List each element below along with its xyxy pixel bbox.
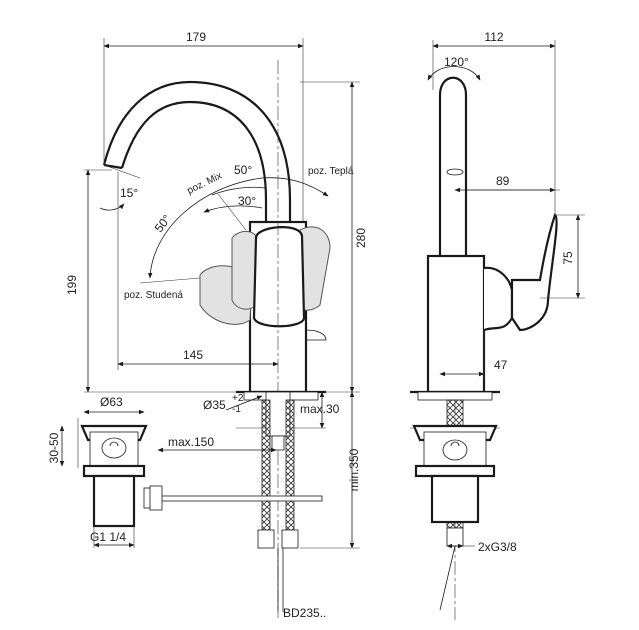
- angle-120: 120°: [444, 55, 469, 69]
- dim-179: 179: [186, 30, 206, 44]
- dim-89: 89: [496, 174, 510, 188]
- label-waste-thread: G1 1/4: [90, 530, 126, 544]
- dim-280: 280: [354, 228, 368, 248]
- label-hole-tol-upper: +2: [232, 393, 244, 404]
- angle-50-right: 50°: [234, 163, 252, 177]
- label-waste-diameter: Ø63: [100, 395, 123, 409]
- side-lever: [510, 213, 558, 332]
- label-waste-height: 30-50: [47, 432, 61, 463]
- dim-199: 199: [65, 275, 79, 295]
- label-max-150: max.150: [168, 435, 214, 449]
- label-min-350: min.350: [347, 448, 361, 491]
- label-hole-diameter: Ø35: [203, 398, 226, 412]
- spout-tube: [102, 80, 292, 222]
- lever: [252, 226, 306, 328]
- waste-view: Ø63 30-50 G1 1/4: [47, 395, 163, 548]
- label-hole-tol-lower: -1: [232, 404, 241, 415]
- angle-50-left: 50°: [152, 212, 174, 235]
- hose-left: [261, 399, 271, 531]
- spout-tube-inner: [120, 100, 268, 222]
- angle-15: 15°: [120, 186, 138, 200]
- side-view: 112 120° 89 75 47: [410, 30, 585, 620]
- angle-30: 30°: [238, 194, 256, 208]
- dim-112: 112: [484, 30, 503, 44]
- label-connection: 2xG3/8: [478, 540, 517, 554]
- dim-75: 75: [561, 251, 575, 265]
- label-pos-cold: poz. Studená: [124, 290, 183, 301]
- hose-right: [285, 399, 295, 531]
- dim-145: 145: [183, 348, 203, 362]
- front-view: 179 280 199 145 15° 50° 50° 30° poz. Mix…: [65, 30, 368, 620]
- product-code: BD235..: [283, 606, 326, 620]
- label-max-30: max.30: [300, 402, 340, 416]
- side-body: [426, 254, 486, 394]
- label-pos-warm: poz. Teplá: [308, 166, 354, 177]
- dim-47: 47: [494, 358, 508, 372]
